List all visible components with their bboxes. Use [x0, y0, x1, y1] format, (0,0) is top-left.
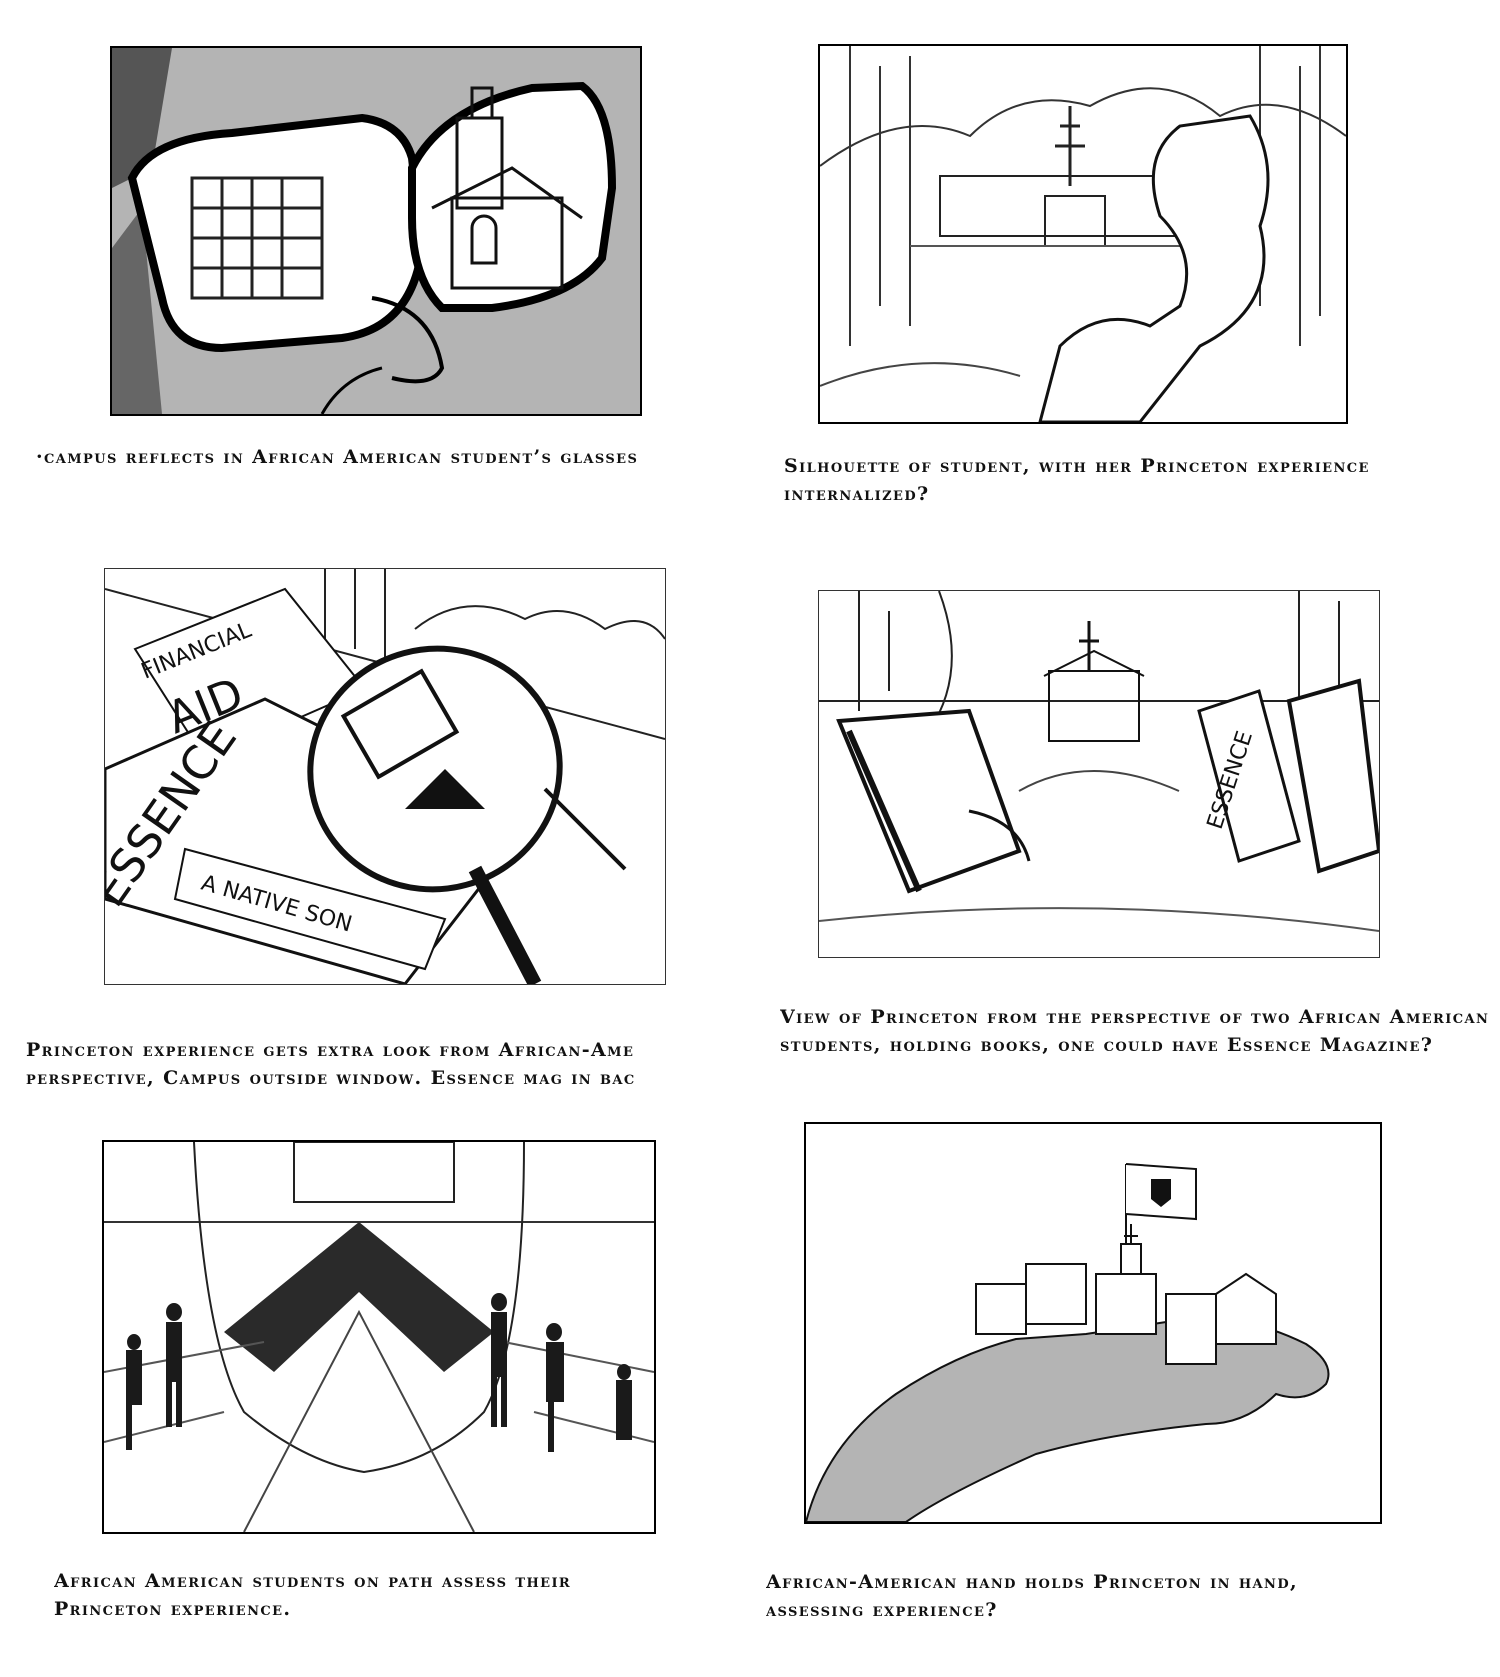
storyboard-panel-path [102, 1140, 656, 1534]
caption-line: Princeton experience. [54, 1598, 292, 1620]
storyboard-panel-hand [804, 1122, 1382, 1524]
storyboard-panel-two-students: ESSENCE [818, 590, 1380, 958]
storyboard-panel-magnifier: FINANCIAL AID ESSENCE A NATIVE SON [104, 568, 666, 985]
caption-line: assessing experience? [766, 1599, 998, 1621]
hand-holds-campus-sketch [806, 1163, 1330, 1522]
magnifier-books-sketch: FINANCIAL AID ESSENCE A NATIVE SON [105, 569, 665, 984]
students-on-path-sketch [104, 1142, 654, 1532]
caption-line: Princeton experience gets extra look fro… [26, 1039, 635, 1061]
panel-caption: View of Princeton from the perspective o… [780, 1003, 1498, 1059]
two-students-view-sketch: ESSENCE [819, 591, 1379, 932]
panel-caption: African American students on path assess… [54, 1567, 734, 1623]
caption-line: ·campus reflects in African American stu… [36, 446, 639, 468]
caption-line: students, holding books, one could have … [780, 1034, 1434, 1056]
caption-line: African-American hand holds Princeton in… [766, 1571, 1299, 1593]
panel-caption: African-American hand holds Princeton in… [766, 1568, 1466, 1624]
panel-caption: Silhouette of student, with her Princeto… [784, 452, 1484, 508]
storyboard-panel-glasses [110, 46, 642, 416]
panel-caption: Princeton experience gets extra look fro… [26, 1036, 696, 1092]
glasses-reflection-sketch [112, 48, 640, 414]
caption-line: African American students on path assess… [54, 1570, 572, 1592]
storyboard-panel-silhouette [818, 44, 1348, 424]
caption-line: internalized? [784, 483, 930, 505]
caption-line: Silhouette of student, with her Princeto… [784, 455, 1370, 477]
caption-line: View of Princeton from the perspective o… [780, 1006, 1490, 1028]
caption-line: perspective, Campus outside window. Esse… [26, 1067, 636, 1089]
panel-caption: ·campus reflects in African American stu… [36, 443, 716, 471]
silhouette-campus-sketch [820, 46, 1346, 422]
